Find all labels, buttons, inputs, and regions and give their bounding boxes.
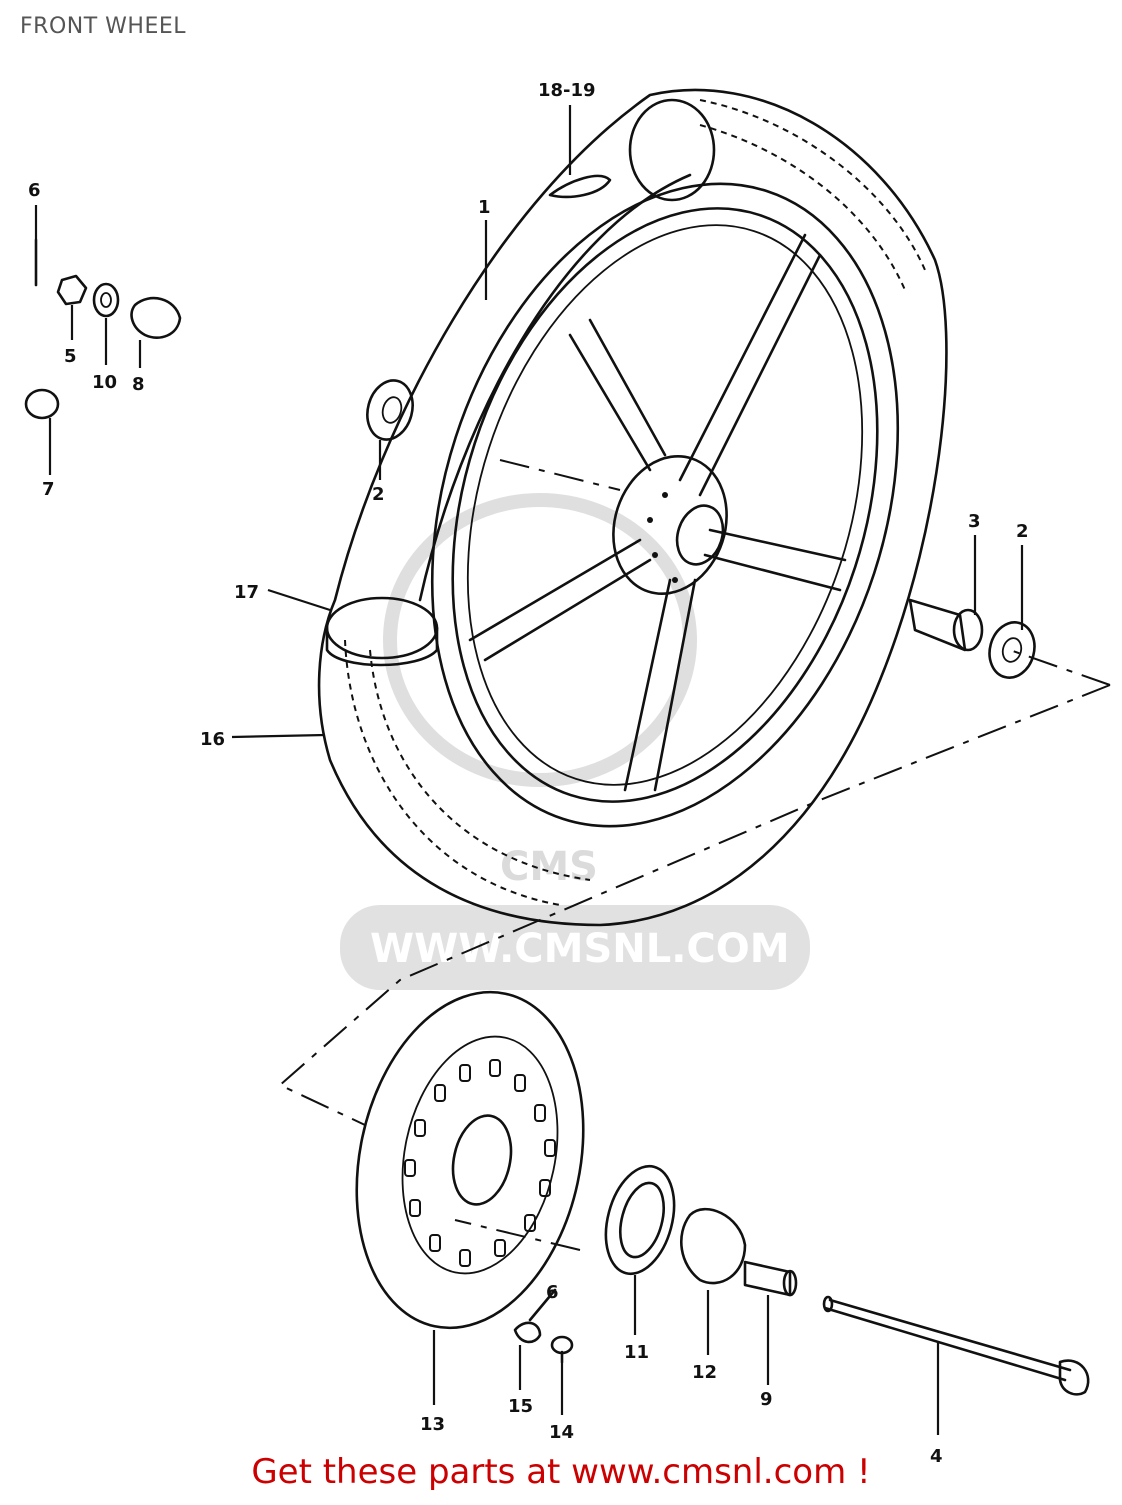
- callout-17: 17: [234, 582, 259, 603]
- watermark: CMS WWW.CMSNL.COM: [340, 493, 810, 990]
- part-17-tube: [325, 596, 439, 667]
- callout-8: 8: [132, 374, 145, 395]
- watermark-url: WWW.CMSNL.COM: [370, 926, 790, 972]
- callout-11: 11: [624, 1342, 649, 1363]
- leader-lines: [34, 105, 1024, 1435]
- part-3-spacer: [908, 598, 984, 652]
- callout-3: 3: [968, 511, 981, 532]
- callout-2-left: 2: [372, 484, 385, 505]
- callout-16: 16: [200, 729, 225, 750]
- callout-9: 9: [760, 1389, 773, 1410]
- callout-18-19: 18-19: [538, 80, 596, 101]
- callout-labels: 1 18-19 6 5 10 8 7 2 3 2 17 16 6 13 15 1…: [28, 80, 1029, 1467]
- page-title: FRONT WHEEL: [20, 14, 186, 39]
- callout-2-right: 2: [1016, 521, 1029, 542]
- part-9-spacer: [743, 1260, 798, 1297]
- callout-10: 10: [92, 372, 117, 393]
- part-13-brake-disc: [355, 990, 585, 1330]
- part-4-axle: [822, 1295, 1090, 1396]
- part-18-19-valve: [548, 174, 612, 199]
- left-small-parts: [24, 238, 182, 420]
- callout-13: 13: [420, 1414, 445, 1435]
- part-14-15-bolts: [513, 1288, 574, 1364]
- axis-lines: [278, 459, 1111, 1251]
- callout-7: 7: [42, 479, 55, 500]
- callout-6-lower: 6: [546, 1282, 559, 1303]
- callout-15: 15: [508, 1396, 533, 1417]
- footer-link[interactable]: Get these parts at www.cmsnl.com !: [251, 1452, 871, 1492]
- callout-14: 14: [549, 1422, 574, 1443]
- watermark-logo: CMS: [500, 844, 598, 890]
- callout-12: 12: [692, 1362, 717, 1383]
- wheel-rim: [430, 182, 900, 828]
- part-2-bearing-right: [988, 621, 1036, 679]
- part-11-seal: [604, 1164, 676, 1276]
- part-2-bearing-left: [366, 379, 414, 441]
- callout-5: 5: [64, 346, 77, 367]
- wheel-spokes: [468, 233, 847, 792]
- callout-6-left: 6: [28, 180, 41, 201]
- callout-1: 1: [478, 197, 491, 218]
- callout-4: 4: [930, 1446, 943, 1467]
- part-12-bearing: [680, 1207, 747, 1285]
